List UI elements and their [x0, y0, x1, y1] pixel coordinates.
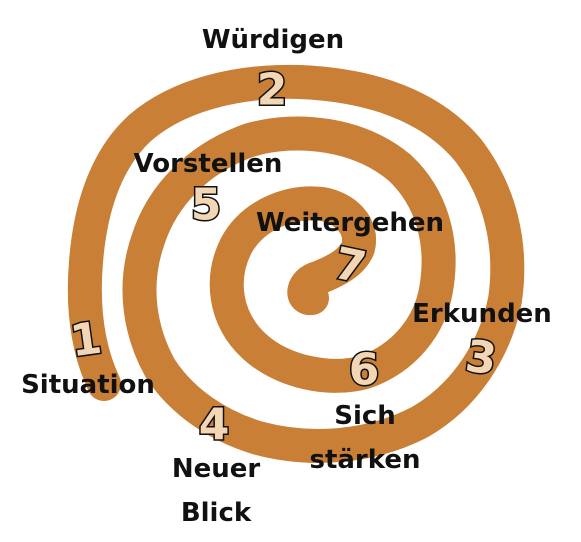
step-6-label-line: stärken	[309, 445, 420, 475]
spiral-path	[67, 64, 525, 463]
step-2-label: Würdigen	[202, 25, 344, 55]
step-7-label: Weitergehen	[256, 208, 444, 238]
step-2-label-line: Würdigen	[202, 25, 344, 55]
step-2-number: 2	[257, 65, 288, 116]
step-3-number: 3	[462, 331, 499, 386]
step-4-label-line: Blick	[181, 498, 252, 528]
step-5-label-line: Vorstellen	[134, 149, 283, 179]
step-1-label-line: Situation	[21, 370, 155, 400]
step-5-label: Vorstellen	[134, 149, 283, 179]
step-7-label-line: Weitergehen	[256, 208, 444, 238]
step-6-label-line: Sich	[334, 401, 396, 431]
step-4-number: 4	[199, 400, 230, 451]
step-3-label: Erkunden	[412, 299, 552, 329]
step-7-number: 7	[330, 238, 371, 294]
step-1-label: Situation	[21, 370, 155, 400]
step-5-number: 5	[191, 180, 222, 231]
step-6-number: 6	[349, 345, 380, 396]
step-3-label-line: Erkunden	[412, 299, 552, 329]
step-6-label: Sich stärken	[309, 401, 420, 475]
step-4-label-line: Neuer	[172, 454, 261, 484]
